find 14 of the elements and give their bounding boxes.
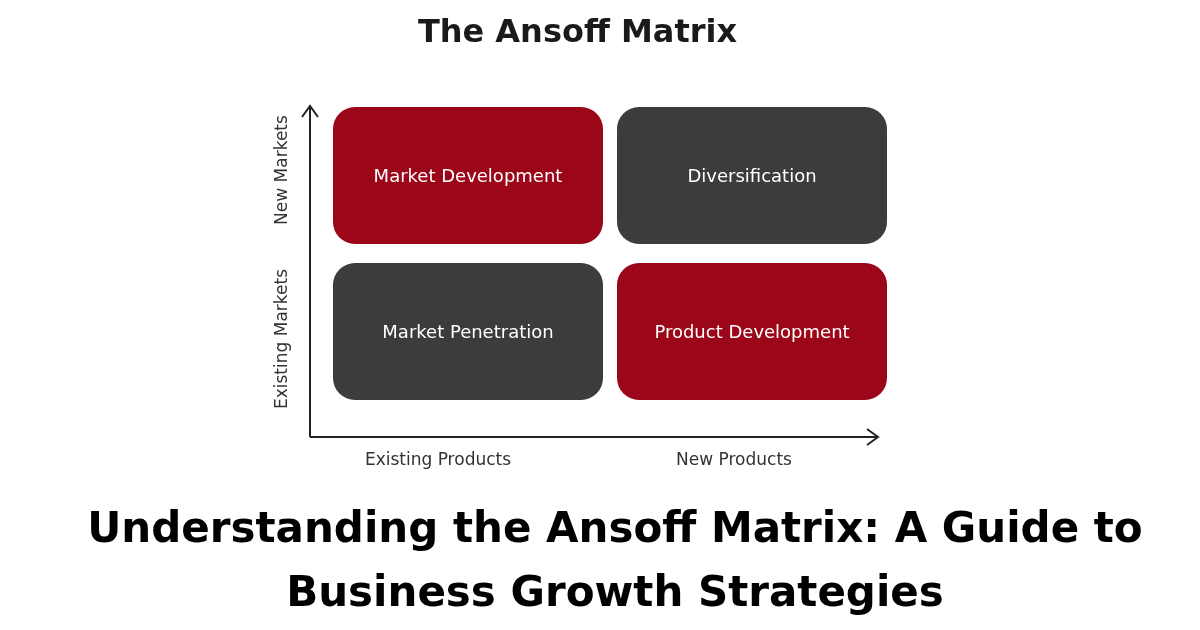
quadrant-label: Market Development bbox=[373, 165, 563, 186]
quadrant-label: Product Development bbox=[654, 321, 850, 342]
matrix-quadrant bbox=[617, 263, 887, 400]
axis-label: Existing Markets bbox=[271, 269, 291, 409]
matrix-quadrant bbox=[333, 107, 603, 244]
chart-title: The Ansoff Matrix bbox=[416, 12, 739, 50]
matrix-quadrant bbox=[617, 107, 887, 244]
matrix-quadrant bbox=[333, 263, 603, 400]
caption: Understanding the Ansoff Matrix: A Guide to Business Growth Strategies bbox=[86, 502, 1144, 618]
axis-label: New Products bbox=[676, 449, 792, 469]
quadrant-label: Market Penetration bbox=[382, 321, 554, 342]
quadrant-label: Diversification bbox=[687, 165, 817, 186]
axis-label: Existing Products bbox=[364, 449, 512, 469]
axis-label: New Markets bbox=[271, 115, 291, 225]
